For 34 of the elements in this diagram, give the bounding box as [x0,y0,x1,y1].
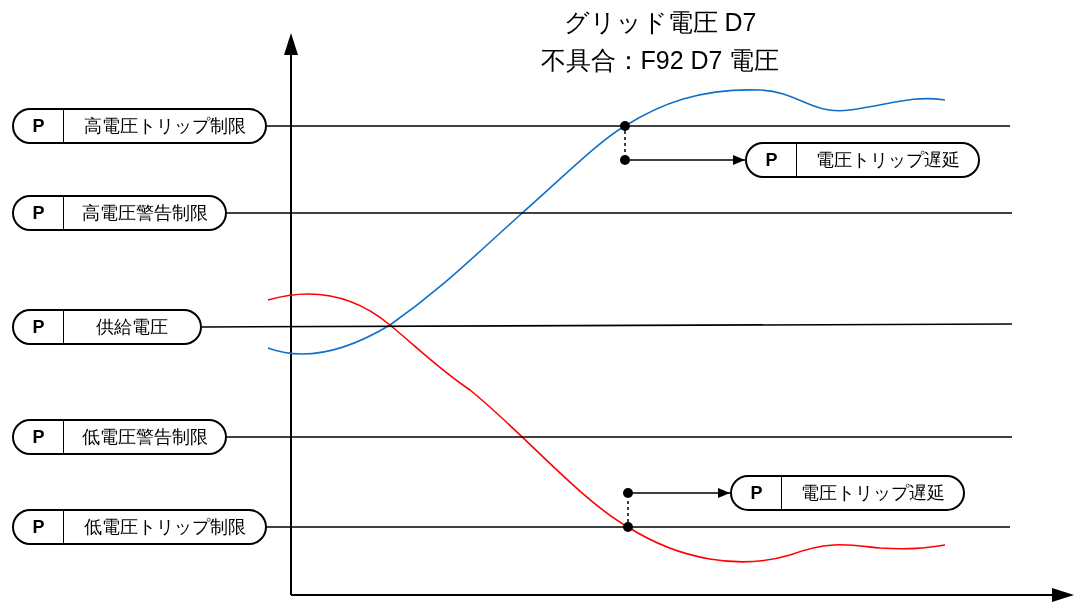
level-line [226,436,1013,438]
fault-label: 不具合：F92 D7 電圧 [539,45,781,76]
parameter-box [12,108,267,144]
arrow [632,488,731,498]
junction-dot [620,121,630,131]
level-line [201,323,1013,328]
parameter-letter: P [14,197,64,229]
junction-dot [623,522,633,532]
title: グリッド電圧 D7 [562,7,758,38]
parameter-letter: P [14,511,64,543]
parameter-name: 低電圧トリップ制限 [82,516,247,539]
parameter-box [12,309,202,345]
parameter-letter: P [732,477,782,509]
parameter-box [12,509,267,545]
parameter-box [12,419,227,455]
parameter-letter: P [747,144,797,176]
parameter-name: 供給電圧 [95,316,169,339]
junction-dot [620,155,630,165]
parameter-letter: P [14,421,64,453]
arrow [629,155,746,165]
junction-dot [623,488,633,498]
level-line [266,526,1011,528]
parameter-name: 高電圧トリップ制限 [82,115,247,138]
level-line [266,125,1011,127]
parameter-box [745,142,980,178]
parameter-box [730,475,965,511]
parameter-name: 高電圧警告制限 [80,202,209,225]
level-line [226,212,1013,214]
parameter-letter: P [14,110,64,142]
parameter-box [12,195,227,231]
parameter-letter: P [14,311,64,343]
parameter-name: 低電圧警告制限 [80,426,209,449]
parameter-name: 電圧トリップ遅延 [814,149,961,172]
parameter-name: 電圧トリップ遅延 [799,482,946,505]
